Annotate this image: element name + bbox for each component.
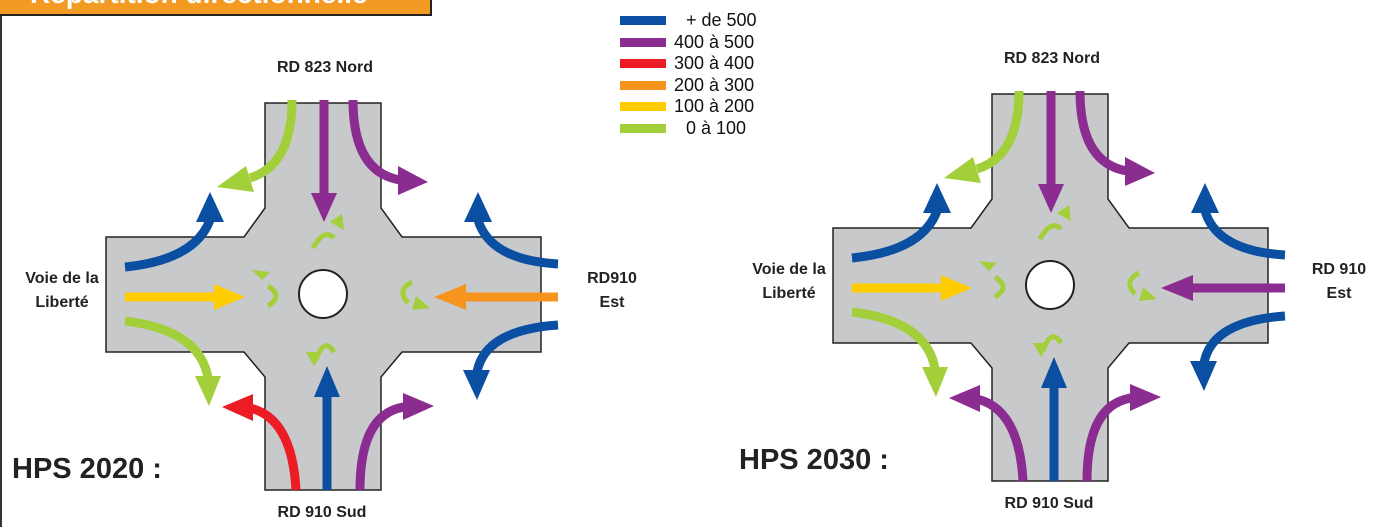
arrow-east-left-turn — [472, 320, 559, 374]
arrow-uturn-west — [266, 283, 279, 309]
legend-swatch — [620, 80, 666, 90]
arrow-uturn-west — [993, 274, 1006, 300]
arrow-uturn-south-head — [306, 352, 322, 366]
arrow-west-left-turn — [851, 307, 940, 370]
legend-label: 300 à 400 — [674, 53, 755, 73]
legend-label: 400 à 500 — [674, 31, 755, 52]
label-west-line2: Liberté — [762, 285, 815, 302]
arrow-west-left-turn — [124, 316, 213, 379]
legend-swatch — [620, 123, 666, 133]
legend-item: + de 500 — [620, 8, 820, 30]
label-north: RD 823 Nord — [1004, 50, 1100, 67]
arrow-south-right-turn-head — [222, 394, 253, 421]
arrow-east-left-turn — [1199, 311, 1286, 365]
diagram-title: Répartition directionnelle — [30, 0, 368, 10]
arrow-east-right-turn — [473, 218, 559, 269]
arrow-west-right-turn — [851, 209, 942, 263]
roundabout-island — [1025, 260, 1075, 310]
arrow-south-left-turn — [355, 402, 405, 491]
label-west-line2: Liberté — [35, 294, 88, 311]
arrow-west-through-head — [941, 275, 972, 301]
arrow-uturn-east-head — [1139, 287, 1157, 301]
label-east-line1: RD 910 — [1312, 261, 1366, 278]
arrow-east-through-head — [1161, 275, 1193, 301]
legend-item: 0 à 100 — [620, 116, 820, 138]
arrow-east-right-turn-head — [1191, 183, 1219, 213]
arrow-uturn-east — [1127, 270, 1141, 296]
label-east-line1: RD910 — [587, 270, 637, 287]
legend-item: 300 à 400 — [620, 51, 820, 73]
arrow-south-right-turn — [248, 403, 301, 491]
label-north: RD 823 Nord — [277, 59, 373, 76]
arrow-north-through-head — [311, 193, 337, 222]
arrow-west-through-head — [214, 284, 245, 310]
arrow-uturn-east-head — [412, 296, 430, 310]
legend-label: + de 500 — [686, 10, 757, 30]
arrow-uturn-south-head — [1033, 343, 1049, 357]
arrow-west-left-turn-head — [195, 376, 221, 406]
arrow-uturn-north — [310, 232, 336, 250]
arrow-east-right-turn-head — [464, 192, 492, 222]
label-south: RD 910 Sud — [278, 504, 367, 521]
arrow-south-through-head — [1041, 357, 1067, 388]
arrow-uturn-west-head — [979, 261, 997, 271]
arrow-north-left-turn — [348, 99, 401, 185]
legend-swatch — [620, 16, 666, 25]
arrow-north-right-turn — [975, 90, 1024, 174]
arrow-north-right-turn-head — [944, 157, 981, 183]
arrow-west-right-turn-head — [923, 183, 951, 213]
arrow-north-right-turn — [248, 99, 297, 183]
scenario-label: HPS 2020 : — [12, 453, 162, 485]
arrow-east-through-head — [434, 284, 466, 310]
arrow-east-left-turn-head — [463, 370, 490, 400]
arrow-east-right-turn — [1200, 209, 1286, 260]
arrow-uturn-west-head — [252, 270, 270, 280]
roundabout-island — [298, 269, 348, 319]
arrow-south-left-turn-head — [1130, 384, 1161, 411]
arrow-north-right-turn-head — [217, 166, 254, 192]
legend-swatch — [620, 37, 666, 47]
legend-item: 200 à 300 — [620, 73, 820, 95]
title-banner: Répartition directionnelle — [0, 0, 432, 16]
arrow-north-left-turn — [1075, 90, 1128, 176]
label-east-line2: Est — [600, 294, 626, 311]
label-west-line1: Voie de la — [25, 270, 99, 287]
arrow-south-left-turn-head — [403, 393, 434, 420]
arrow-south-left-turn — [1082, 393, 1132, 482]
legend-swatch — [620, 59, 666, 68]
arrow-south-through-head — [314, 366, 340, 397]
arrow-north-through-head — [1038, 184, 1064, 213]
legend-item: 400 à 500 — [620, 30, 820, 52]
arrow-south-right-turn-head — [949, 385, 980, 412]
arrow-uturn-north — [1037, 223, 1063, 241]
arrow-west-right-turn — [124, 218, 215, 272]
scenario-label: HPS 2030 : — [739, 444, 889, 476]
arrow-north-left-turn-head — [1125, 157, 1155, 186]
label-south: RD 910 Sud — [1005, 495, 1094, 512]
arrow-west-right-turn-head — [196, 192, 224, 222]
legend-item: 100 à 200 — [620, 94, 820, 116]
arrow-uturn-east — [400, 279, 414, 305]
arrow-uturn-north-head — [1057, 205, 1071, 221]
arrow-south-right-turn — [975, 394, 1028, 482]
legend-label: 200 à 300 — [674, 74, 755, 95]
label-east-line2: Est — [1327, 285, 1353, 302]
legend-label: 100 à 200 — [674, 96, 755, 116]
frame-border — [0, 0, 2, 527]
arrow-north-left-turn-head — [398, 166, 428, 195]
legend-swatch — [620, 102, 666, 111]
arrow-west-left-turn-head — [922, 367, 948, 397]
arrow-east-left-turn-head — [1190, 361, 1217, 391]
label-west-line1: Voie de la — [752, 261, 826, 278]
arrow-uturn-north-head — [330, 214, 344, 230]
legend-label: 0 à 100 — [686, 117, 747, 138]
